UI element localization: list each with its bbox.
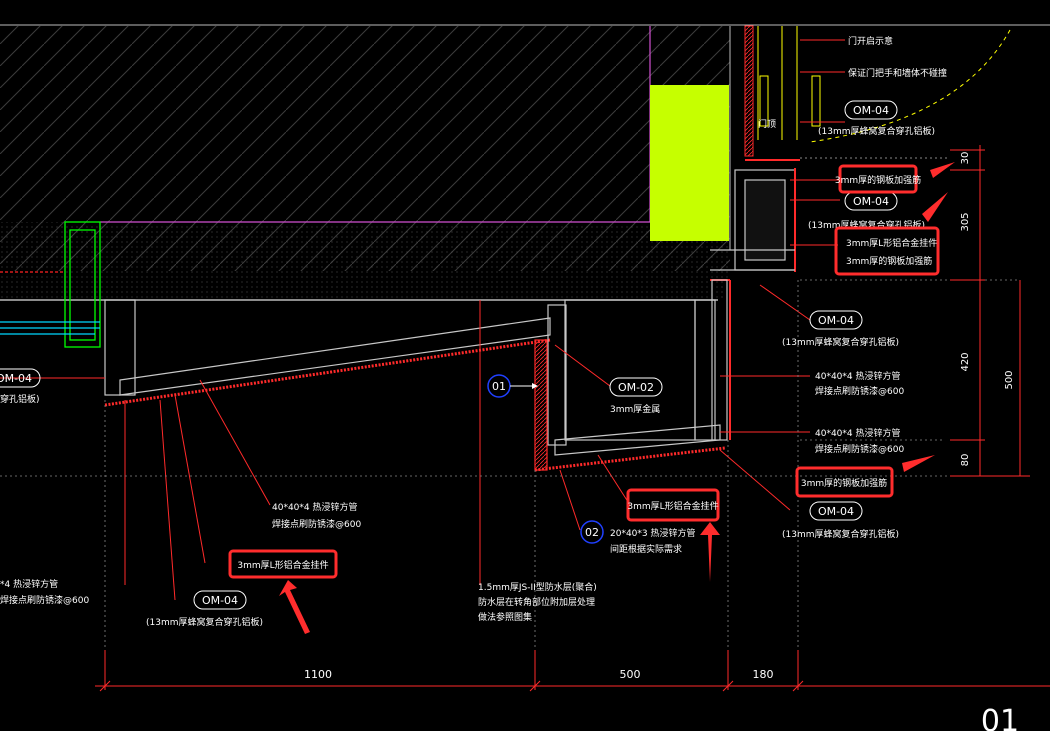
dim-500-horizontal: 500: [620, 668, 641, 681]
label-waterproof-c: 做法参照图集: [478, 611, 532, 623]
tag-om04-right: OM-04: [809, 310, 863, 330]
label-steel-tube-3a: 40*40*4 热浸锌方管: [272, 501, 358, 513]
concrete-slab: [0, 26, 731, 301]
label-steel-tube-2b: 焊接点刷防锈漆@600: [815, 443, 904, 455]
label-steel-tube-left-a: *4 热浸锌方管: [0, 578, 58, 590]
arrow-3: [902, 455, 935, 472]
dim-305: 305: [960, 212, 971, 231]
callout-4: 3mm厚L形铝合金挂件: [626, 488, 720, 522]
label-door-lock: 门开启示意: [848, 35, 893, 47]
door-frame: [744, 25, 1011, 161]
svg-text:OM-04: OM-04: [818, 505, 854, 518]
marker-02: 02: [580, 520, 604, 544]
label-waterproof-b: 防水层在转角部位附加层处理: [478, 596, 595, 608]
dim-180: 180: [753, 668, 774, 681]
dim-1100: 1100: [304, 668, 332, 681]
arrow-1: [930, 162, 955, 178]
label-steel-tube-left-b: 焊接点刷防锈漆@600: [0, 594, 89, 606]
svg-text:OM-04: OM-04: [853, 104, 889, 117]
om04-bottom-desc: (13mm厚蜂窝复合穿孔铝板): [146, 616, 263, 628]
svg-text:3mm厚L形铝合金挂件: 3mm厚L形铝合金挂件: [237, 559, 328, 571]
arrow-2: [922, 192, 948, 222]
label-steel-tube-3b: 焊接点刷防锈漆@600: [272, 518, 361, 530]
svg-text:OM-02: OM-02: [618, 381, 654, 394]
svg-text:3mm厚L形铝合金挂件: 3mm厚L形铝合金挂件: [846, 237, 937, 249]
svg-text:3mm厚的钢板加强筋: 3mm厚的钢板加强筋: [846, 255, 932, 267]
red-arrows: [279, 162, 955, 634]
tag-om04-right2: OM-04: [809, 501, 863, 521]
marker-01: 01: [487, 374, 538, 398]
svg-text:3mm厚的钢板加强筋: 3mm厚的钢板加强筋: [835, 174, 921, 186]
dim-80: 80: [960, 454, 971, 467]
label-waterproof-a: 1.5mm厚JS-II型防水层(聚合): [478, 581, 597, 593]
om02-desc: 3mm厚金属: [610, 403, 660, 415]
svg-text:02: 02: [585, 526, 599, 539]
window-frame: [0, 221, 101, 348]
right-dimension: [950, 145, 1030, 477]
om04-right2-desc: (13mm厚蜂窝复合穿孔铝板): [782, 528, 899, 540]
om04-right-desc: (13mm厚蜂窝复合穿孔铝板): [782, 336, 899, 348]
svg-text:OM-04: OM-04: [818, 314, 854, 327]
leader-lines: [0, 39, 845, 601]
callout-1: 3mm厚的钢板加强筋: [835, 164, 921, 194]
label-tube-20: 20*40*3 热浸锌方管: [610, 527, 696, 539]
dim-500-vertical: 500: [1004, 370, 1015, 389]
label-door: 门顶: [758, 118, 776, 130]
right-structure: [710, 168, 796, 441]
svg-text:01: 01: [492, 380, 506, 393]
dim-30: 30: [960, 152, 971, 165]
callout-2: 3mm厚L形铝合金挂件 3mm厚的钢板加强筋: [834, 226, 940, 276]
guide-lines: [0, 279, 1020, 650]
corner-label: 01: [981, 704, 1019, 731]
sloped-soffit: [104, 299, 567, 446]
callout-5: 3mm厚L形铝合金挂件: [228, 549, 338, 579]
dim-420: 420: [960, 352, 971, 371]
lower-box: [534, 299, 726, 472]
label-steel-tube-1b: 焊接点刷防锈漆@600: [815, 385, 904, 397]
tag-om04-top: OM-04: [844, 100, 898, 120]
svg-text:OM-04: OM-04: [0, 372, 32, 385]
tag-om02: OM-02: [609, 377, 663, 397]
svg-text:OM-04: OM-04: [853, 195, 889, 208]
lime-block: [650, 85, 729, 241]
svg-text:OM-04: OM-04: [202, 594, 238, 607]
label-tube-20b: 间距根据实际需求: [610, 543, 682, 555]
label-steel-tube-2a: 40*40*4 热浸锌方管: [815, 427, 901, 439]
label-ensure-gap: 保证门把手和墙体不碰撞: [848, 67, 947, 79]
svg-text:3mm厚L形铝合金挂件: 3mm厚L形铝合金挂件: [627, 500, 718, 512]
tag-om04-bottom: OM-04: [193, 590, 247, 610]
bottom-dimension: [95, 650, 1050, 692]
arrow-4: [700, 522, 720, 582]
tag-om04-mid: OM-04: [844, 191, 898, 211]
om04-left-desc: 穿孔铝板): [0, 393, 40, 405]
om04-top-desc: (13mm厚蜂窝复合穿孔铝板): [818, 125, 935, 137]
label-steel-tube-1a: 40*40*4 热浸锌方管: [815, 370, 901, 382]
arrow-5: [279, 580, 310, 634]
tag-om04-left: OM-04: [0, 368, 41, 388]
callout-3: 3mm厚的钢板加强筋: [795, 466, 894, 498]
svg-text:3mm厚的钢板加强筋: 3mm厚的钢板加强筋: [801, 477, 887, 489]
